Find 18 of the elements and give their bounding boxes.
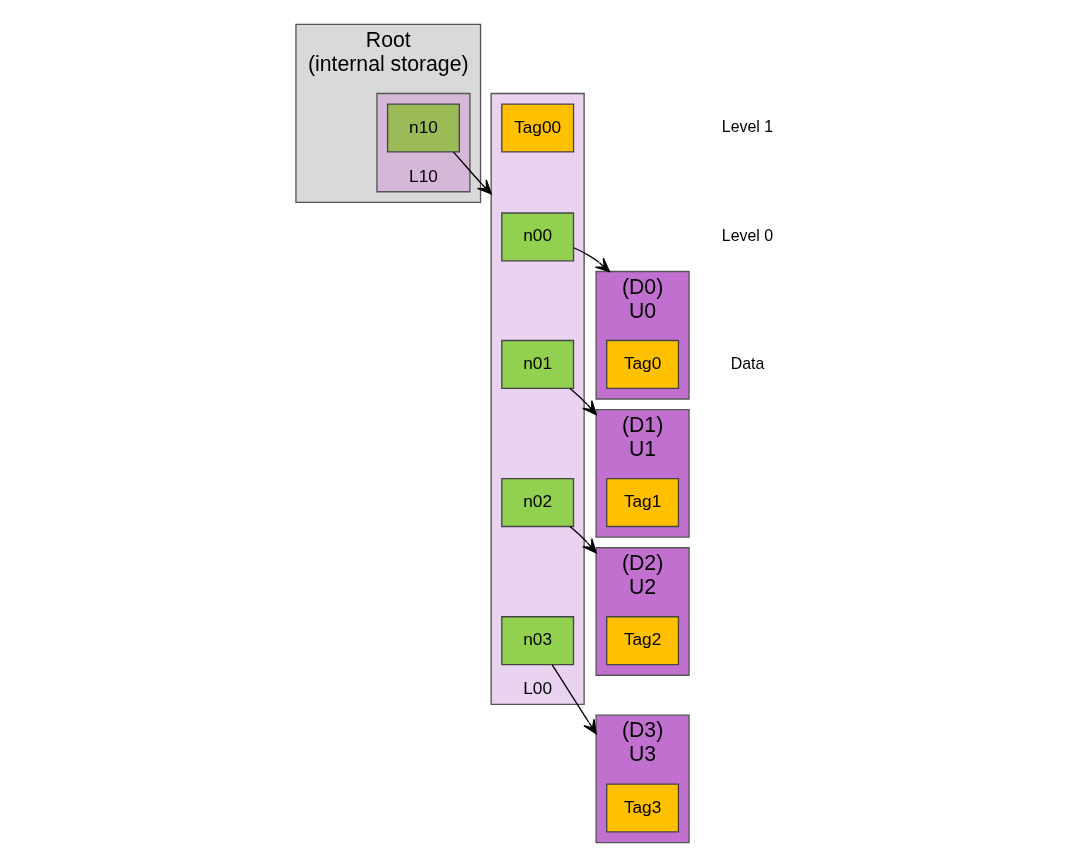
node-box: n03 [501,616,575,666]
label: Level 1 [721,118,774,136]
arrow [569,387,597,416]
node-box: Tag3 [606,783,680,833]
label: Level 0 [721,227,774,245]
arrow [551,664,597,735]
node-box: Tag2 [606,616,680,666]
label: Data [730,354,765,372]
node-box: n10 [386,103,460,153]
node-box: n02 [501,478,575,528]
node-box: Tag1 [606,478,680,528]
arrow [569,525,597,554]
node-box: n00 [501,212,575,262]
node-box: n01 [501,339,575,389]
arrow [452,151,492,195]
node-box: Tag00 [501,103,575,153]
arrow [573,247,611,273]
node-box: Tag0 [606,339,680,389]
